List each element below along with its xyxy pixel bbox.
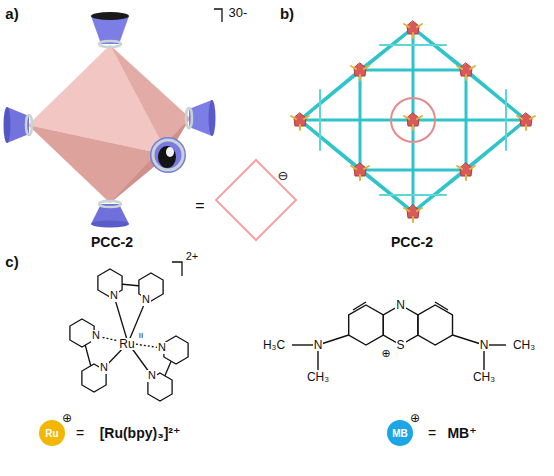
atom-label: N [141,294,151,306]
ru-complex-token: Ru [39,420,65,446]
charge-symbol: ⊖ [277,169,290,183]
crystal-structure [291,21,535,222]
methylene-blue-structure [292,302,506,370]
equals-sign: = [427,426,437,441]
token-text: Ru [45,428,58,439]
oxidation-state: II [138,332,144,340]
panel-letter: b) [279,6,295,22]
atom-label: N [109,290,119,302]
charge-symbol: ⊕ [380,348,391,360]
formula-label: [Ru(bpy)₃]²⁺ [99,426,182,441]
atom-label: N [99,362,109,374]
atom-label: N [91,330,101,342]
charge-label: 30- [228,6,249,20]
structure-name: PCC-2 [390,235,434,250]
ru-bpy-structure [70,262,188,401]
charge-bracket [214,9,222,22]
atom-label: CH₃ [306,371,330,384]
atom-label: CH₃ [512,339,536,352]
formula-label: MB⁺ [446,426,477,441]
atom-label: Ru [118,338,135,351]
charge-symbol: ⊕ [61,412,73,425]
octahedron-cage [4,12,216,228]
atom-label: N [313,339,324,352]
panel-letter: a) [4,6,19,22]
atom-label: N [157,342,167,354]
panel-letter: c) [4,254,19,270]
structure-name: PCC-2 [90,235,134,250]
charge-label: 2+ [185,251,200,263]
atom-label: N [395,299,406,312]
atom-label: N [479,339,490,352]
atom-label: H₃C [262,339,286,352]
equals-sign: = [75,426,85,441]
methylene-blue-token: MB [387,420,413,446]
atom-label: CH₃ [472,371,496,384]
equals-sign: = [194,198,205,215]
ligand-square [216,160,296,240]
charge-symbol: ⊕ [409,412,421,425]
atom-label: N [147,370,157,382]
atom-label: S [396,339,406,352]
token-text: MB [392,428,408,439]
